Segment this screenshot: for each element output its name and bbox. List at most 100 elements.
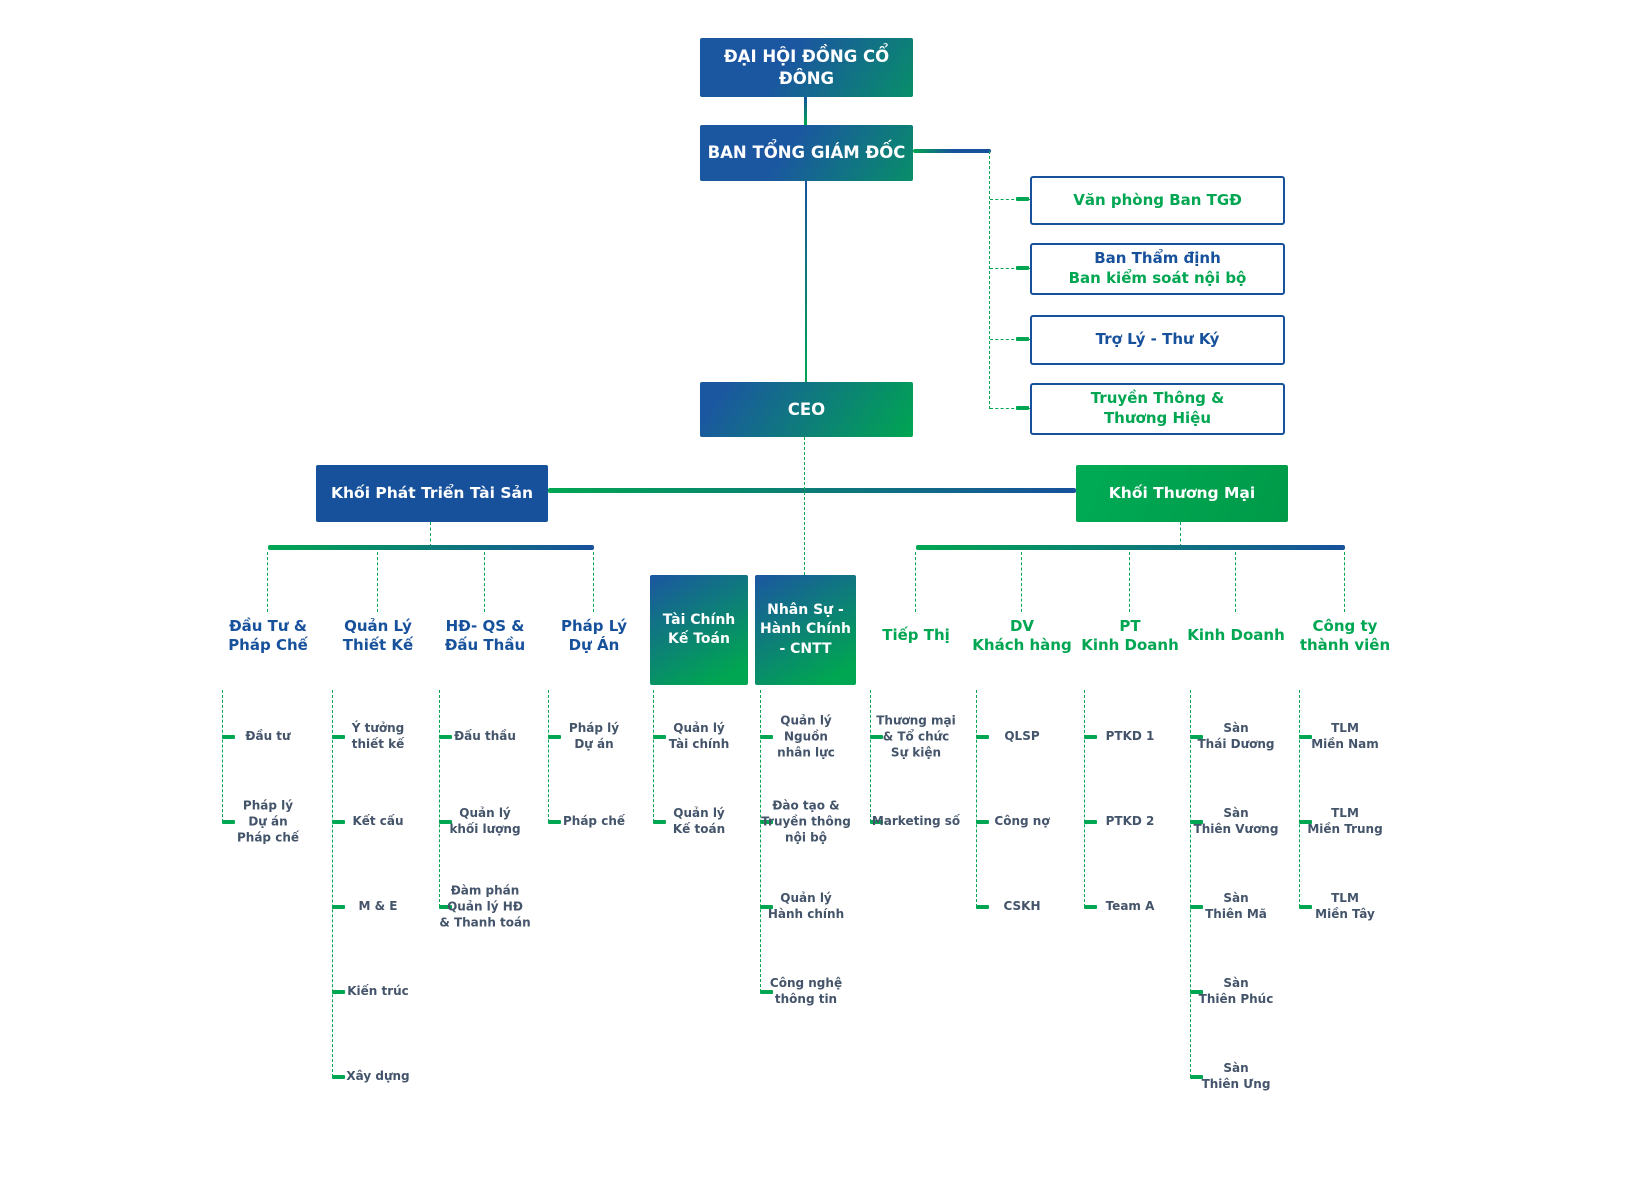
- connector-items-spine: [1084, 690, 1085, 907]
- org-item: CSKH: [1003, 899, 1041, 914]
- org-item: Sàn Thiên Mã: [1205, 891, 1267, 921]
- staff-box-appraisal: Ban Thẩm định Ban kiểm soát nội bộ: [1030, 243, 1285, 295]
- dept-finance-accounting-box: Tài Chính Kế Toán: [650, 575, 748, 685]
- org-item: Marketing số: [871, 814, 961, 829]
- org-item: Pháp chế: [563, 814, 625, 829]
- item-tick: [760, 990, 773, 994]
- connector-items-spine: [222, 690, 223, 822]
- item-tick: [653, 735, 666, 739]
- connector-items-spine: [976, 690, 977, 907]
- staff-box-label: Truyền Thông &: [1090, 389, 1225, 408]
- connector-ceo-divisions: [548, 488, 1076, 493]
- org-item: Đấu thầu: [454, 729, 516, 744]
- connector-heading-drop: [1129, 552, 1130, 612]
- org-item: Quản lý Kế toán: [672, 806, 726, 836]
- item-tick: [653, 820, 666, 824]
- org-item: Quản lý Hành chính: [767, 891, 845, 921]
- connector-items-spine: [439, 690, 440, 907]
- org-item: QLSP: [1004, 729, 1040, 744]
- org-item: TLM Miền Tây: [1315, 891, 1375, 921]
- org-item: Đàm phán Quản lý HĐ & Thanh toán: [439, 883, 531, 929]
- connector-items-spine: [548, 690, 549, 822]
- item-tick: [1084, 820, 1097, 824]
- org-item: Công nợ: [994, 814, 1050, 829]
- division-commercial-box: Khối Thương Mại: [1076, 465, 1288, 522]
- org-item: Sàn Thiên Phúc: [1198, 976, 1274, 1006]
- item-tick: [332, 820, 345, 824]
- column-heading: Đầu Tư & Pháp Chế: [228, 616, 308, 654]
- item-tick: [332, 735, 345, 739]
- item-tick: [439, 735, 452, 739]
- org-item: M & E: [358, 899, 398, 914]
- column-heading: PT Kinh Doanh: [1081, 616, 1179, 654]
- item-tick: [332, 905, 345, 909]
- org-item: Sàn Thiên Vương: [1193, 806, 1279, 836]
- item-tick: [222, 735, 235, 739]
- column-heading: Quản Lý Thiết Kế: [342, 616, 414, 654]
- staff-box-label: Ban Thẩm định: [1094, 249, 1221, 268]
- item-tick: [1299, 820, 1312, 824]
- org-item: Pháp lý Dự án Pháp chế: [237, 798, 299, 844]
- connector-heading-drop: [1021, 552, 1022, 612]
- item-tick: [439, 820, 452, 824]
- connector-heading-drop: [1235, 552, 1236, 612]
- item-tick: [1190, 990, 1203, 994]
- connector-staff-stub-4: [990, 408, 1030, 409]
- item-tick: [870, 735, 883, 739]
- item-tick: [1299, 735, 1312, 739]
- item-tick: [548, 735, 561, 739]
- org-item: PTKD 2: [1105, 814, 1155, 829]
- org-item: TLM Miền Trung: [1307, 806, 1383, 836]
- item-tick: [1084, 735, 1097, 739]
- column-heading: Pháp Lý Dự Án: [560, 616, 628, 654]
- connector-heading-drop: [915, 552, 916, 612]
- item-tick: [1190, 905, 1203, 909]
- item-tick: [976, 735, 989, 739]
- item-tick: [1190, 1075, 1203, 1079]
- connector-staff-stub-3: [990, 339, 1030, 340]
- item-tick: [976, 905, 989, 909]
- connector-heading-drop: [377, 552, 378, 612]
- org-item: Ý tưởng thiết kế: [351, 721, 405, 751]
- item-tick: [976, 820, 989, 824]
- connector-items-spine: [1299, 690, 1300, 907]
- item-tick: [439, 905, 452, 909]
- connector-shareholders-board: [804, 97, 807, 125]
- connector-items-spine: [870, 690, 871, 822]
- connector-items-spine: [653, 690, 654, 822]
- item-tick: [870, 820, 883, 824]
- staff-box-label: Trợ Lý - Thư Ký: [1095, 330, 1220, 349]
- connector-heading-drop: [484, 552, 485, 612]
- staff-box-label: Ban kiểm soát nội bộ: [1068, 269, 1247, 287]
- board-box: BAN TỔNG GIÁM ĐỐC: [700, 125, 913, 181]
- ceo-box: CEO: [700, 382, 913, 437]
- item-tick: [1299, 905, 1312, 909]
- org-item: Công nghệ thông tin: [769, 976, 843, 1006]
- column-heading: Công ty thành viên: [1299, 616, 1391, 654]
- item-tick: [332, 1075, 345, 1079]
- org-item: Sàn Thái Dương: [1197, 721, 1275, 751]
- connector-left-columns-bar: [268, 545, 594, 550]
- staff-box-label: Thương Hiệu: [1103, 409, 1212, 427]
- org-item: Đầu tư: [245, 729, 291, 744]
- item-tick: [760, 735, 773, 739]
- division-asset-development-box: Khối Phát Triển Tài Sản: [316, 465, 548, 522]
- connector-heading-drop: [593, 552, 594, 612]
- dept-hr-admin-it-box: Nhân Sự - Hành Chính - CNTT: [755, 575, 856, 685]
- connector-division-right-drop: [1180, 522, 1181, 547]
- org-item: Quản lý Nguồn nhân lực: [777, 713, 835, 759]
- staff-box-label: Văn phòng Ban TGĐ: [1073, 190, 1242, 209]
- column-heading: Tiếp Thị: [882, 626, 950, 645]
- column-heading: DV Khách hàng: [972, 616, 1072, 654]
- org-item: Sàn Thiên Ưng: [1201, 1061, 1271, 1091]
- connector-ceo-depts: [804, 437, 805, 575]
- shareholders-box: ĐẠI HỘI ĐỒNG CỔ ĐÔNG: [700, 38, 913, 97]
- item-tick: [1190, 820, 1203, 824]
- item-tick: [760, 905, 773, 909]
- item-tick: [1084, 905, 1097, 909]
- connector-tick: [1016, 337, 1029, 341]
- connector-division-left-drop: [430, 522, 431, 547]
- column-heading: Kinh Doanh: [1187, 626, 1285, 645]
- org-item: Quản lý Tài chính: [668, 721, 730, 751]
